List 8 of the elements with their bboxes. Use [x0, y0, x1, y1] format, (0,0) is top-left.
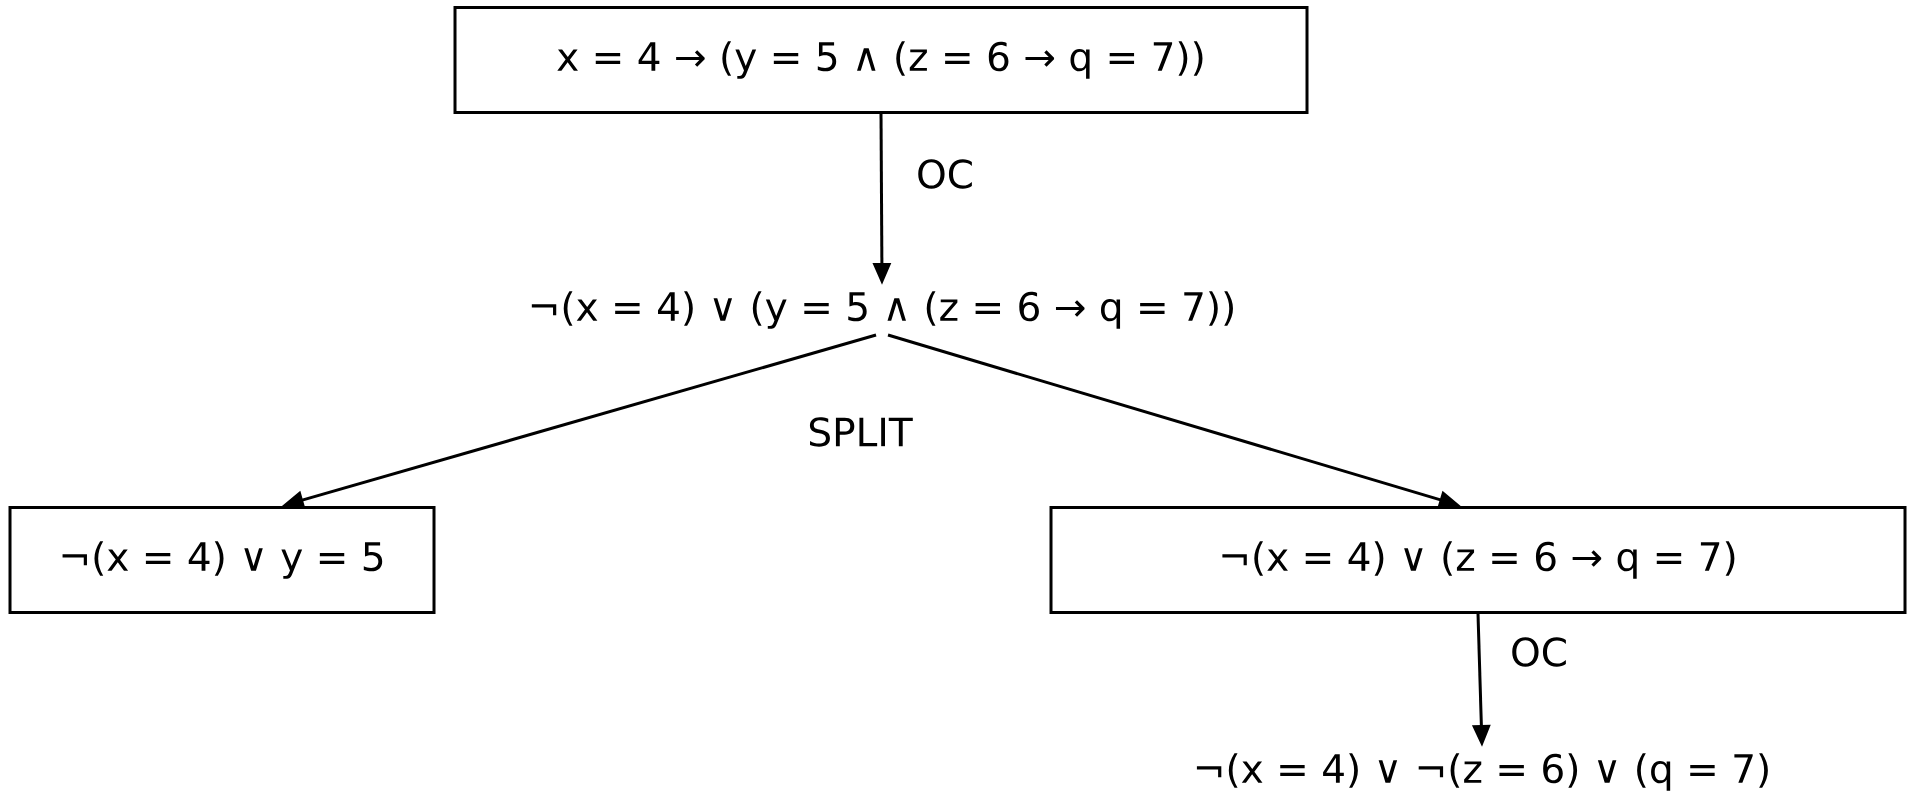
edge-label: OC — [914, 157, 976, 191]
formula-box: x = 4 → (y = 5 ∧ (z = 6 → q = 7)) — [453, 6, 1309, 114]
formula-text: ¬(x = 4) ∨ (y = 5 ∧ (z = 6 → q = 7)) — [531, 291, 1233, 329]
formula-text: ¬(x = 4) ∨ ¬(z = 6) ∨ (q = 7) — [1196, 753, 1768, 791]
formula-box: ¬(x = 4) ∨ y = 5 — [8, 506, 436, 614]
edge-label: SPLIT — [805, 415, 915, 449]
formula-box: ¬(x = 4) ∨ (z = 6 → q = 7) — [1049, 506, 1907, 614]
edge-label: OC — [1508, 635, 1570, 669]
